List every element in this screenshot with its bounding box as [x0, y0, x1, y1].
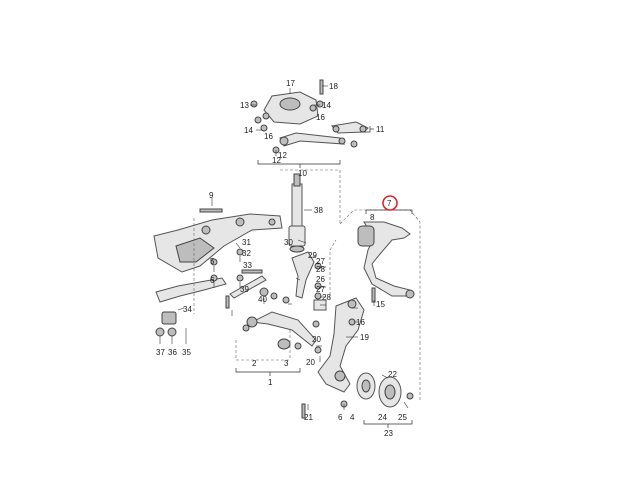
- lower-arm-part: [246, 311, 317, 350]
- steering-knuckle-part: [317, 297, 365, 393]
- callout-37: 37: [156, 348, 165, 357]
- callout-8: 8: [370, 213, 375, 222]
- callout-28: 28: [316, 265, 325, 274]
- callout-35: 35: [182, 348, 191, 357]
- callout-14: 14: [244, 126, 253, 135]
- strut-mount-part: [262, 91, 319, 125]
- callout-12: 12: [272, 156, 281, 165]
- callout-9: 9: [209, 191, 214, 200]
- callout-15: 15: [376, 300, 385, 309]
- callout-18: 18: [329, 82, 338, 91]
- wishbone-part: [357, 221, 415, 299]
- callout-27: 27: [316, 285, 325, 294]
- callout-2: 2: [252, 359, 257, 368]
- callout-6: 6: [210, 276, 215, 285]
- callout-23: 23: [384, 429, 393, 438]
- callout-28: 28: [322, 293, 331, 302]
- callout-29: 29: [308, 251, 317, 260]
- callout-13: 13: [240, 101, 249, 110]
- callout-34: 34: [183, 305, 192, 314]
- callout-7: 7: [387, 199, 392, 208]
- callout-36: 36: [168, 348, 177, 357]
- callout-1: 1: [268, 378, 273, 387]
- callout-3: 3: [284, 359, 289, 368]
- callout-5: 5: [210, 257, 215, 266]
- callout-30: 30: [284, 238, 293, 247]
- callout-12: 12: [278, 151, 287, 160]
- callout-16: 16: [264, 132, 273, 141]
- callout-31: 31: [242, 238, 251, 247]
- callout-25: 25: [398, 413, 407, 422]
- callout-26: 26: [316, 275, 325, 284]
- callout-40: 40: [258, 295, 267, 304]
- callout-39: 39: [240, 285, 249, 294]
- callout-labels: 17 18 13 14 16 14 16 11 12 12 10 38 9 7 …: [156, 79, 407, 438]
- callout-24: 24: [378, 413, 387, 422]
- tie-rod-part: [229, 275, 290, 304]
- callout-10: 10: [298, 169, 307, 178]
- fastener-parts: [199, 79, 376, 419]
- callout-21: 21: [304, 413, 313, 422]
- group-brackets: [235, 126, 413, 428]
- callout-27: 27: [316, 257, 325, 266]
- stabilizer-bar-part: [155, 277, 227, 337]
- callout-14: 14: [322, 101, 331, 110]
- callout-11: 11: [376, 125, 385, 134]
- subframe-part: [153, 213, 283, 273]
- callout-4: 4: [350, 413, 355, 422]
- callout-19: 19: [360, 333, 369, 342]
- callout-38: 38: [314, 206, 323, 215]
- callout-32: 32: [242, 249, 251, 258]
- callout-20: 20: [312, 335, 321, 344]
- callout-6: 6: [338, 413, 343, 422]
- leader-lines: [159, 85, 409, 410]
- callout-17: 17: [286, 79, 295, 88]
- callout-22: 22: [388, 370, 397, 379]
- upper-arm-part: [279, 121, 369, 147]
- callout-20: 20: [306, 358, 315, 367]
- wheel-hub-part: [356, 372, 414, 408]
- highlight-circle: [382, 195, 398, 211]
- callout-16: 16: [316, 113, 325, 122]
- callout-33: 33: [243, 261, 252, 270]
- callout-16: 16: [356, 318, 365, 327]
